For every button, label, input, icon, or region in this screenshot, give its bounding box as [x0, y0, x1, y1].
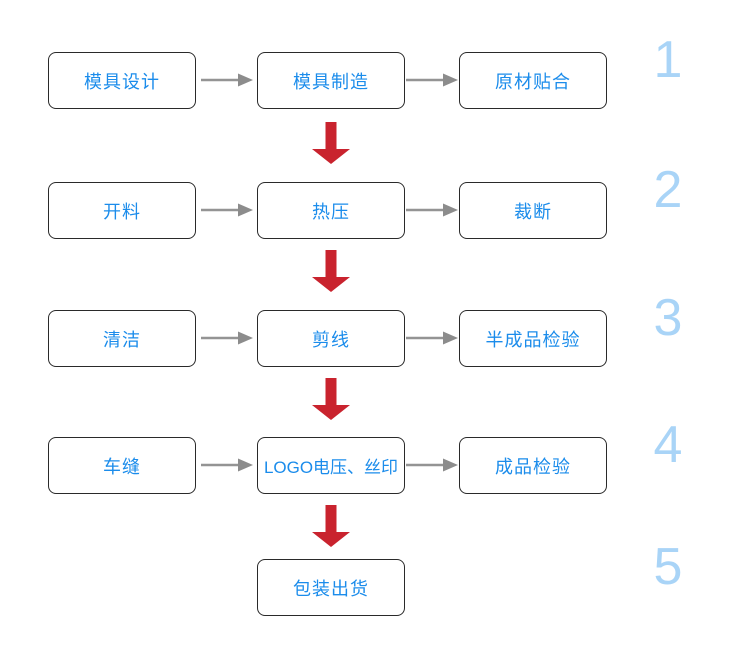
down-arrow-icon: [312, 250, 350, 292]
right-arrow-icon: [201, 458, 253, 472]
right-arrow-icon: [406, 73, 458, 87]
step-logo-emboss-silkscreen: LOGO电压、丝印: [257, 437, 405, 494]
step-thread-cutting: 剪线: [257, 310, 405, 367]
step-number-5: 5: [653, 538, 683, 596]
down-arrow-icon: [312, 505, 350, 547]
step-number-3: 3: [653, 289, 683, 347]
step-trimming: 裁断: [459, 182, 607, 239]
step-material-laminating: 原材贴合: [459, 52, 607, 109]
right-arrow-icon: [201, 331, 253, 345]
step-number-4: 4: [653, 416, 683, 474]
step-mold-design: 模具设计: [48, 52, 196, 109]
step-cleaning: 清洁: [48, 310, 196, 367]
step-hot-pressing: 热压: [257, 182, 405, 239]
step-finished-inspection: 成品检验: [459, 437, 607, 494]
step-cutting: 开料: [48, 182, 196, 239]
right-arrow-icon: [406, 458, 458, 472]
down-arrow-icon: [312, 378, 350, 420]
right-arrow-icon: [406, 203, 458, 217]
down-arrow-icon: [312, 122, 350, 164]
step-sewing: 车缝: [48, 437, 196, 494]
step-number-1: 1: [653, 31, 683, 89]
step-mold-making: 模具制造: [257, 52, 405, 109]
right-arrow-icon: [406, 331, 458, 345]
step-packing-shipment: 包装出货: [257, 559, 405, 616]
step-semi-finished-inspection: 半成品检验: [459, 310, 607, 367]
right-arrow-icon: [201, 73, 253, 87]
step-number-2: 2: [653, 161, 683, 219]
right-arrow-icon: [201, 203, 253, 217]
